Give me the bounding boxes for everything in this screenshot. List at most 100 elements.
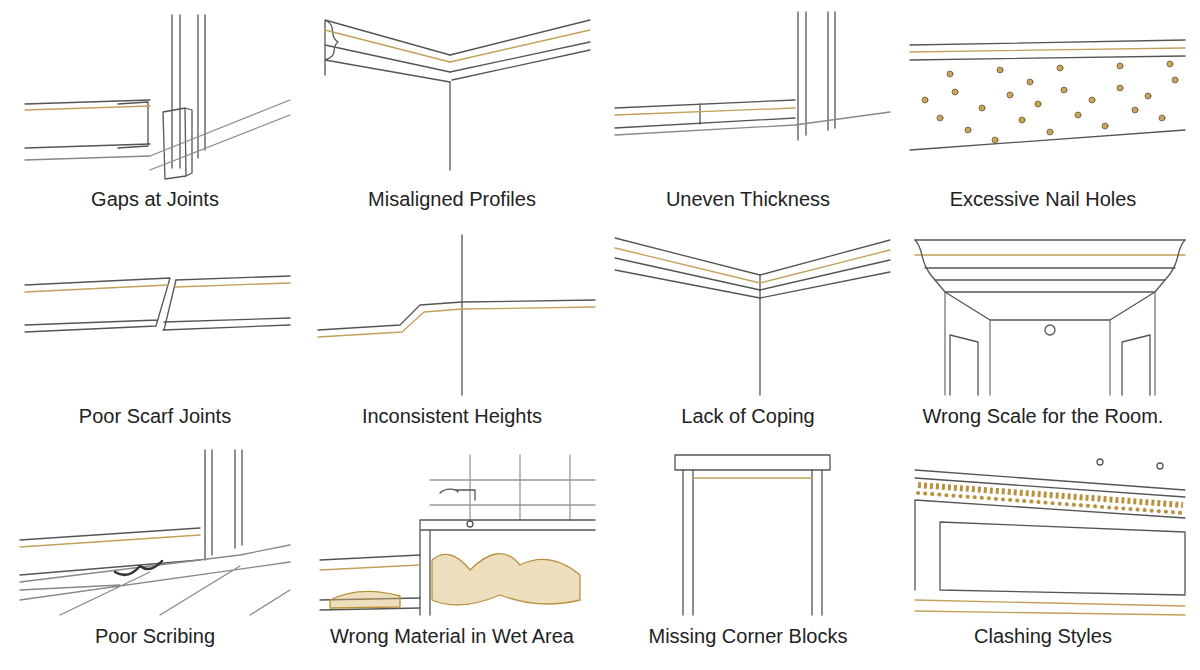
sketch-stroke <box>330 591 400 608</box>
panel-caption: Excessive Nail Holes <box>893 186 1193 212</box>
sketch-stroke <box>1117 85 1123 91</box>
sketch-stroke <box>945 292 1155 320</box>
sketch-stroke <box>1061 87 1067 93</box>
gaps-at-joints-sketch <box>25 15 290 179</box>
sketch-stroke <box>759 275 760 395</box>
sketch-stroke <box>1057 65 1063 71</box>
sketch-stroke <box>432 554 580 605</box>
sketch-stroke <box>318 307 595 337</box>
panel-caption: Gaps at Joints <box>5 186 305 212</box>
sketch-stroke <box>1157 463 1163 469</box>
panel-caption: Wrong Scale for the Room. <box>893 403 1193 429</box>
panel-caption: Misaligned Profiles <box>302 186 602 212</box>
sketch-stroke <box>20 12 1185 615</box>
sketch-stroke <box>1089 97 1095 103</box>
sketch-stroke <box>440 489 475 500</box>
sketch-stroke <box>163 108 192 179</box>
lack-of-coping-sketch <box>615 238 890 395</box>
sketch-stroke <box>915 240 1185 292</box>
sketch-stroke <box>430 455 595 520</box>
sketch-stroke <box>915 500 1185 590</box>
sketch-stroke <box>922 61 1178 143</box>
panel-caption: Inconsistent Heights <box>302 403 602 429</box>
sketch-stroke <box>467 521 473 527</box>
sketch-stroke <box>325 30 450 62</box>
sketch-stroke <box>450 20 590 80</box>
sketch-stroke <box>615 112 890 135</box>
sketch-stroke <box>20 535 200 547</box>
sketch-stroke <box>1145 93 1151 99</box>
wrong-scale-sketch <box>915 240 1185 395</box>
sketch-stroke <box>922 97 928 103</box>
sketch-stroke <box>1019 117 1025 123</box>
sketch-stroke <box>947 71 953 77</box>
sketch-stroke <box>449 82 450 170</box>
sketch-stroke <box>1117 63 1123 69</box>
sketch-stroke <box>915 240 1185 292</box>
sketch-stroke <box>25 100 290 170</box>
poor-scribing-sketch <box>20 450 290 615</box>
inconsistent-heights-sketch <box>318 235 595 395</box>
sketch-stroke <box>205 450 242 560</box>
sketch-stroke <box>992 137 998 143</box>
sketch-stroke <box>1167 61 1173 67</box>
sketch-stroke <box>1047 129 1053 135</box>
sketch-stroke <box>1172 77 1178 83</box>
panel-caption: Clashing Styles <box>893 623 1193 649</box>
sketch-stroke <box>950 335 1150 395</box>
sketch-stroke <box>615 238 760 298</box>
panel-caption: Poor Scarf Joints <box>5 403 305 429</box>
sketch-stroke <box>25 100 150 148</box>
misaligned-profiles-sketch <box>325 20 590 170</box>
poor-scarf-joints-sketch <box>25 276 290 332</box>
sketch-stroke <box>940 522 1185 595</box>
sketch-stroke <box>937 115 943 121</box>
sketch-stroke <box>1027 79 1033 85</box>
panel-caption: Poor Scribing <box>5 623 305 649</box>
uneven-thickness-sketch <box>615 12 890 140</box>
sketch-stroke <box>1075 112 1081 118</box>
sketch-stroke <box>1132 107 1138 113</box>
sketch-stroke <box>1159 115 1165 121</box>
sketch-stroke <box>1007 92 1013 98</box>
sketch-stroke <box>683 470 822 615</box>
missing-corner-blocks-sketch <box>675 455 830 615</box>
excessive-nail-holes-sketch <box>910 40 1185 150</box>
sketch-stroke <box>945 292 1155 395</box>
sketch-stroke <box>20 528 200 575</box>
sketch-stroke <box>915 254 1185 255</box>
sketch-stroke <box>760 240 890 298</box>
sketch-stroke <box>918 485 1183 505</box>
sketch-stroke <box>420 520 595 615</box>
sketch-stroke <box>910 48 1185 52</box>
sketch-stroke <box>952 89 958 95</box>
sketch-stroke <box>25 106 150 110</box>
sketch-stroke <box>693 477 812 478</box>
sketch-stroke <box>910 40 1185 150</box>
clashing-styles-sketch <box>915 459 1185 615</box>
sketch-stroke <box>325 20 450 82</box>
sketch-stroke <box>1102 123 1108 129</box>
sketch-stroke <box>320 555 420 610</box>
sketch-stroke <box>320 565 420 570</box>
sketch-stroke <box>915 600 1185 615</box>
sketch-stroke <box>450 30 590 62</box>
sketch-stroke <box>163 276 290 330</box>
sketch-stroke <box>615 248 890 283</box>
sketch-stroke <box>318 300 595 330</box>
panel-caption: Missing Corner Blocks <box>598 623 898 649</box>
sketch-stroke <box>997 67 1003 73</box>
sketch-stroke <box>965 127 971 133</box>
sketch-stroke <box>1097 459 1103 465</box>
sketch-stroke <box>115 561 162 575</box>
sketch-stroke <box>615 108 795 115</box>
sketch-stroke <box>979 105 985 111</box>
sketch-stroke <box>615 100 795 128</box>
sketch-stroke <box>20 545 290 615</box>
sketch-stroke <box>25 283 290 292</box>
wrong-material-wet-area-sketch <box>320 455 595 615</box>
sketch-stroke <box>1035 101 1041 107</box>
panel-caption: Uneven Thickness <box>598 186 898 212</box>
